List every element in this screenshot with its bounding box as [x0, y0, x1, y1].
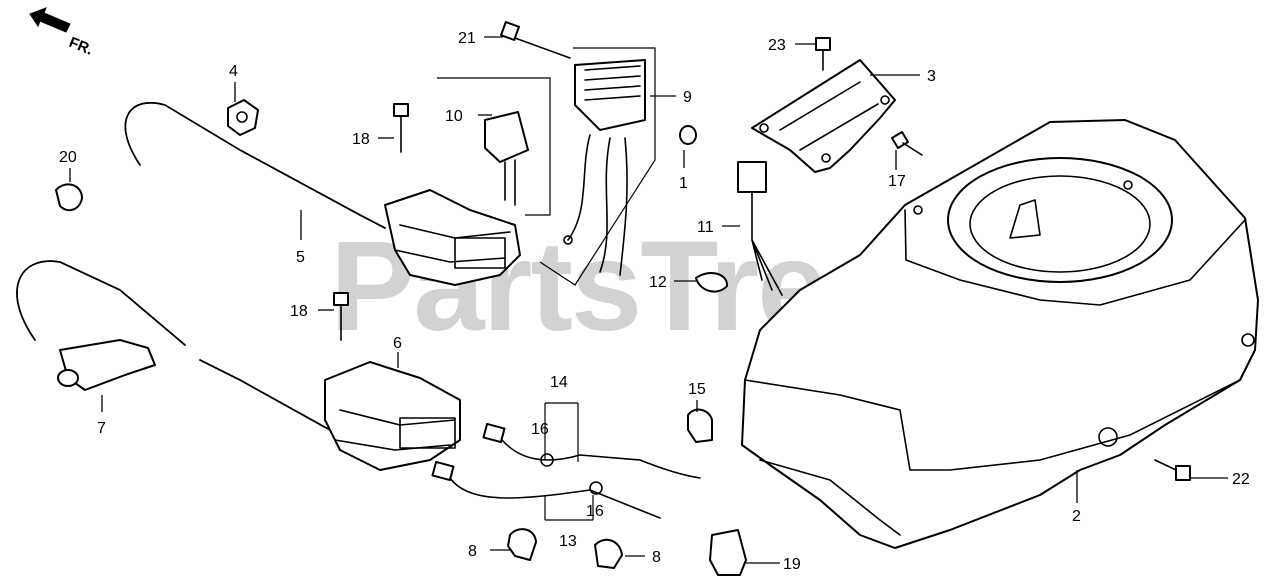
module-part	[484, 111, 529, 206]
bolt-23-part	[815, 37, 831, 71]
callout-23: 23	[768, 37, 786, 54]
callout-13: 13	[559, 533, 577, 550]
callout-6: 6	[393, 335, 402, 352]
callout-18b: 18	[290, 303, 308, 320]
clamp-15-part	[687, 408, 713, 443]
collar-part	[679, 125, 697, 145]
bolt-17-part	[891, 131, 923, 156]
clamp-20-part	[55, 183, 83, 212]
callout-17: 17	[888, 173, 906, 190]
spark-plug-cap-part	[16, 260, 186, 391]
callout-10: 10	[445, 108, 463, 125]
callout-11: 11	[697, 219, 714, 236]
front-label: FR.	[67, 34, 96, 59]
callout-21: 21	[458, 30, 476, 47]
callout-20: 20	[59, 149, 77, 166]
callout-3: 3	[927, 68, 936, 85]
group-bracket-lines	[437, 47, 656, 521]
bolt-21-part	[500, 21, 571, 59]
callout-16b: 16	[586, 503, 604, 520]
callout-18a: 18	[352, 131, 370, 148]
bolt-18a-part	[393, 103, 409, 153]
bolt-22-part	[1154, 459, 1191, 481]
callout-7: 7	[97, 420, 106, 437]
front-arrow-icon	[29, 7, 71, 33]
clamp-8a-part	[507, 528, 537, 561]
callout-4: 4	[229, 63, 238, 80]
leader-lines	[69, 36, 1228, 564]
regulator-rectifier-part	[563, 59, 646, 276]
callout-19: 19	[783, 556, 801, 573]
connector-harness-part	[737, 161, 783, 296]
callout-5: 5	[296, 249, 305, 266]
grommet-part	[227, 99, 259, 136]
clamp-19-part	[709, 529, 747, 576]
ignition-coil-lower-part	[199, 359, 461, 471]
bracket-part	[751, 59, 896, 173]
callout-14: 14	[550, 374, 568, 391]
callout-1: 1	[679, 175, 688, 192]
bolt-18b-part	[333, 292, 349, 341]
front-direction-marker: FR.	[29, 7, 96, 59]
wire-harness-part	[431, 422, 701, 519]
callout-8a: 8	[468, 543, 477, 560]
clamp-8b-part	[594, 538, 623, 569]
ignition-coil-upper-part	[124, 102, 521, 286]
callout-22: 22	[1232, 471, 1250, 488]
callout-8b: 8	[652, 549, 661, 566]
callout-12: 12	[649, 274, 667, 291]
callout-9: 9	[683, 89, 692, 106]
callout-15: 15	[688, 381, 706, 398]
callout-2: 2	[1072, 508, 1081, 525]
callout-16a: 16	[531, 421, 549, 438]
fan-cover-part	[741, 119, 1259, 549]
callout-labels: 1 2 3 4 5 6 7 8 8 9 10 11 12 13 14 15 16…	[59, 30, 1250, 573]
cable-clip-part	[695, 271, 728, 293]
